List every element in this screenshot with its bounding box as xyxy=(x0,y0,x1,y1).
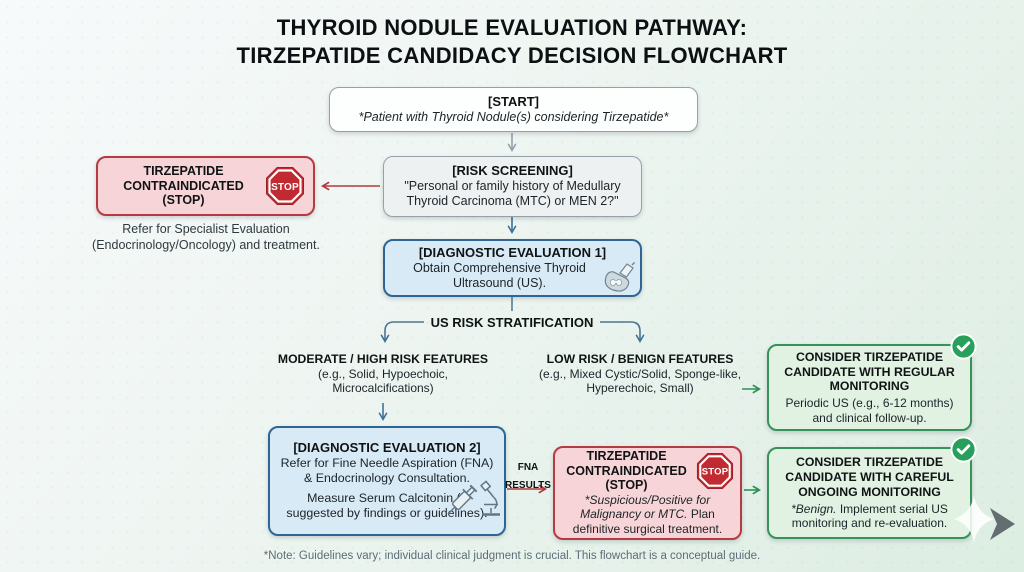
check-badge-icon xyxy=(950,436,977,463)
start-node-heading: [START] xyxy=(487,94,540,110)
risk-screening-body: "Personal or family history of Medullary… xyxy=(404,179,621,209)
check-badge-icon xyxy=(950,333,977,360)
low-benign-heading: LOW RISK / BENIGN FEATURES xyxy=(546,352,734,366)
candidate-careful-body-emphasis: *Benign. xyxy=(791,501,837,516)
risk-screening-heading: [RISK SCREENING] xyxy=(452,163,573,179)
diagnostic-1-heading: [DIAGNOSTIC EVALUATION 1] xyxy=(418,244,607,260)
next-arrow-icon[interactable] xyxy=(988,505,1018,543)
stop-sign-label: STOP xyxy=(271,182,299,193)
diagnostic-1-body: Obtain Comprehensive Thyroid Ultrasound … xyxy=(413,260,586,290)
contraindicated-screening-node: TIRZEPATIDE CONTRAINDICATED (STOP) STOP xyxy=(96,156,315,216)
start-node: [START] *Patient with Thyroid Nodule(s) … xyxy=(329,87,698,132)
stop-sign-label: STOP xyxy=(702,467,729,478)
stop-sign-icon: STOP xyxy=(696,453,734,490)
contraindicated-fna-node: TIRZEPATIDE CONTRAINDICATED (STOP) STOP … xyxy=(553,446,742,540)
risk-screening-node: [RISK SCREENING] "Personal or family his… xyxy=(383,156,642,217)
diagnostic-2-body-primary: Refer for Fine Needle Aspiration (FNA) &… xyxy=(280,456,494,486)
candidate-careful-heading: CONSIDER TIRZEPATIDE CANDIDATE WITH CARE… xyxy=(785,455,954,499)
candidate-regular-heading: CONSIDER TIRZEPATIDE CANDIDATE WITH REGU… xyxy=(784,349,955,394)
candidate-regular-body: Periodic US (e.g., 6-12 months) and clin… xyxy=(785,396,954,425)
contraindicated-fna-body-emphasis: *Suspicious/Positive for Malignancy or M… xyxy=(580,492,711,522)
moderate-high-risk-branch-label: MODERATE / HIGH RISK FEATURES (e.g., Sol… xyxy=(270,352,496,396)
candidate-regular-monitoring-node: CONSIDER TIRZEPATIDE CANDIDATE WITH REGU… xyxy=(767,333,977,431)
contraindicated-fna-body-rest: Plan definitive surgical treatment. xyxy=(572,507,723,537)
candidate-careful-monitoring-node: CONSIDER TIRZEPATIDE CANDIDATE WITH CARE… xyxy=(767,436,977,539)
moderate-high-heading: MODERATE / HIGH RISK FEATURES xyxy=(277,352,489,366)
moderate-high-body: (e.g., Solid, Hypoechoic, Microcalcifica… xyxy=(317,366,449,396)
diagnostic-evaluation-2-node: [DIAGNOSTIC EVALUATION 2] Refer for Fine… xyxy=(268,426,506,536)
sparkle-icon xyxy=(954,494,994,544)
diagnostic-evaluation-1-node: [DIAGNOSTIC EVALUATION 1] Obtain Compreh… xyxy=(383,239,642,297)
fna-results-label: FNA RESULTS xyxy=(505,462,551,491)
us-risk-stratification-label: US RISK STRATIFICATION xyxy=(430,315,594,330)
syringe-microscope-icon xyxy=(447,480,500,516)
ultrasound-probe-icon xyxy=(604,261,636,292)
start-node-body: *Patient with Thyroid Nodule(s) consider… xyxy=(358,109,669,124)
diagnostic-2-body-secondary: Measure Serum Calcitonin (if suggested b… xyxy=(286,491,488,521)
low-benign-body: (e.g., Mixed Cystic/Solid, Sponge-like, … xyxy=(538,366,742,396)
low-risk-benign-branch-label: LOW RISK / BENIGN FEATURES (e.g., Mixed … xyxy=(527,352,753,396)
specialist-referral-note: Refer for Specialist Evaluation (Endocri… xyxy=(92,222,320,252)
candidate-careful-body-rest: Implement serial US monitoring and re-ev… xyxy=(791,501,948,531)
diagnostic-2-heading: [DIAGNOSTIC EVALUATION 2] xyxy=(293,440,481,456)
contraindicated-screening-heading: TIRZEPATIDE CONTRAINDICATED (STOP) xyxy=(123,164,244,208)
contraindicated-fna-heading: TIRZEPATIDE CONTRAINDICATED (STOP) xyxy=(566,449,687,493)
flowchart-title: THYROID NODULE EVALUATION PATHWAY: TIRZE… xyxy=(0,14,1024,69)
flowchart-title-line2: TIRZEPATIDE CANDIDACY DECISION FLOWCHART xyxy=(236,42,788,68)
footer-note: *Note: Guidelines vary; individual clini… xyxy=(263,550,761,562)
stop-sign-icon: STOP xyxy=(266,167,304,205)
flowchart-title-line1: THYROID NODULE EVALUATION PATHWAY: xyxy=(276,15,748,40)
